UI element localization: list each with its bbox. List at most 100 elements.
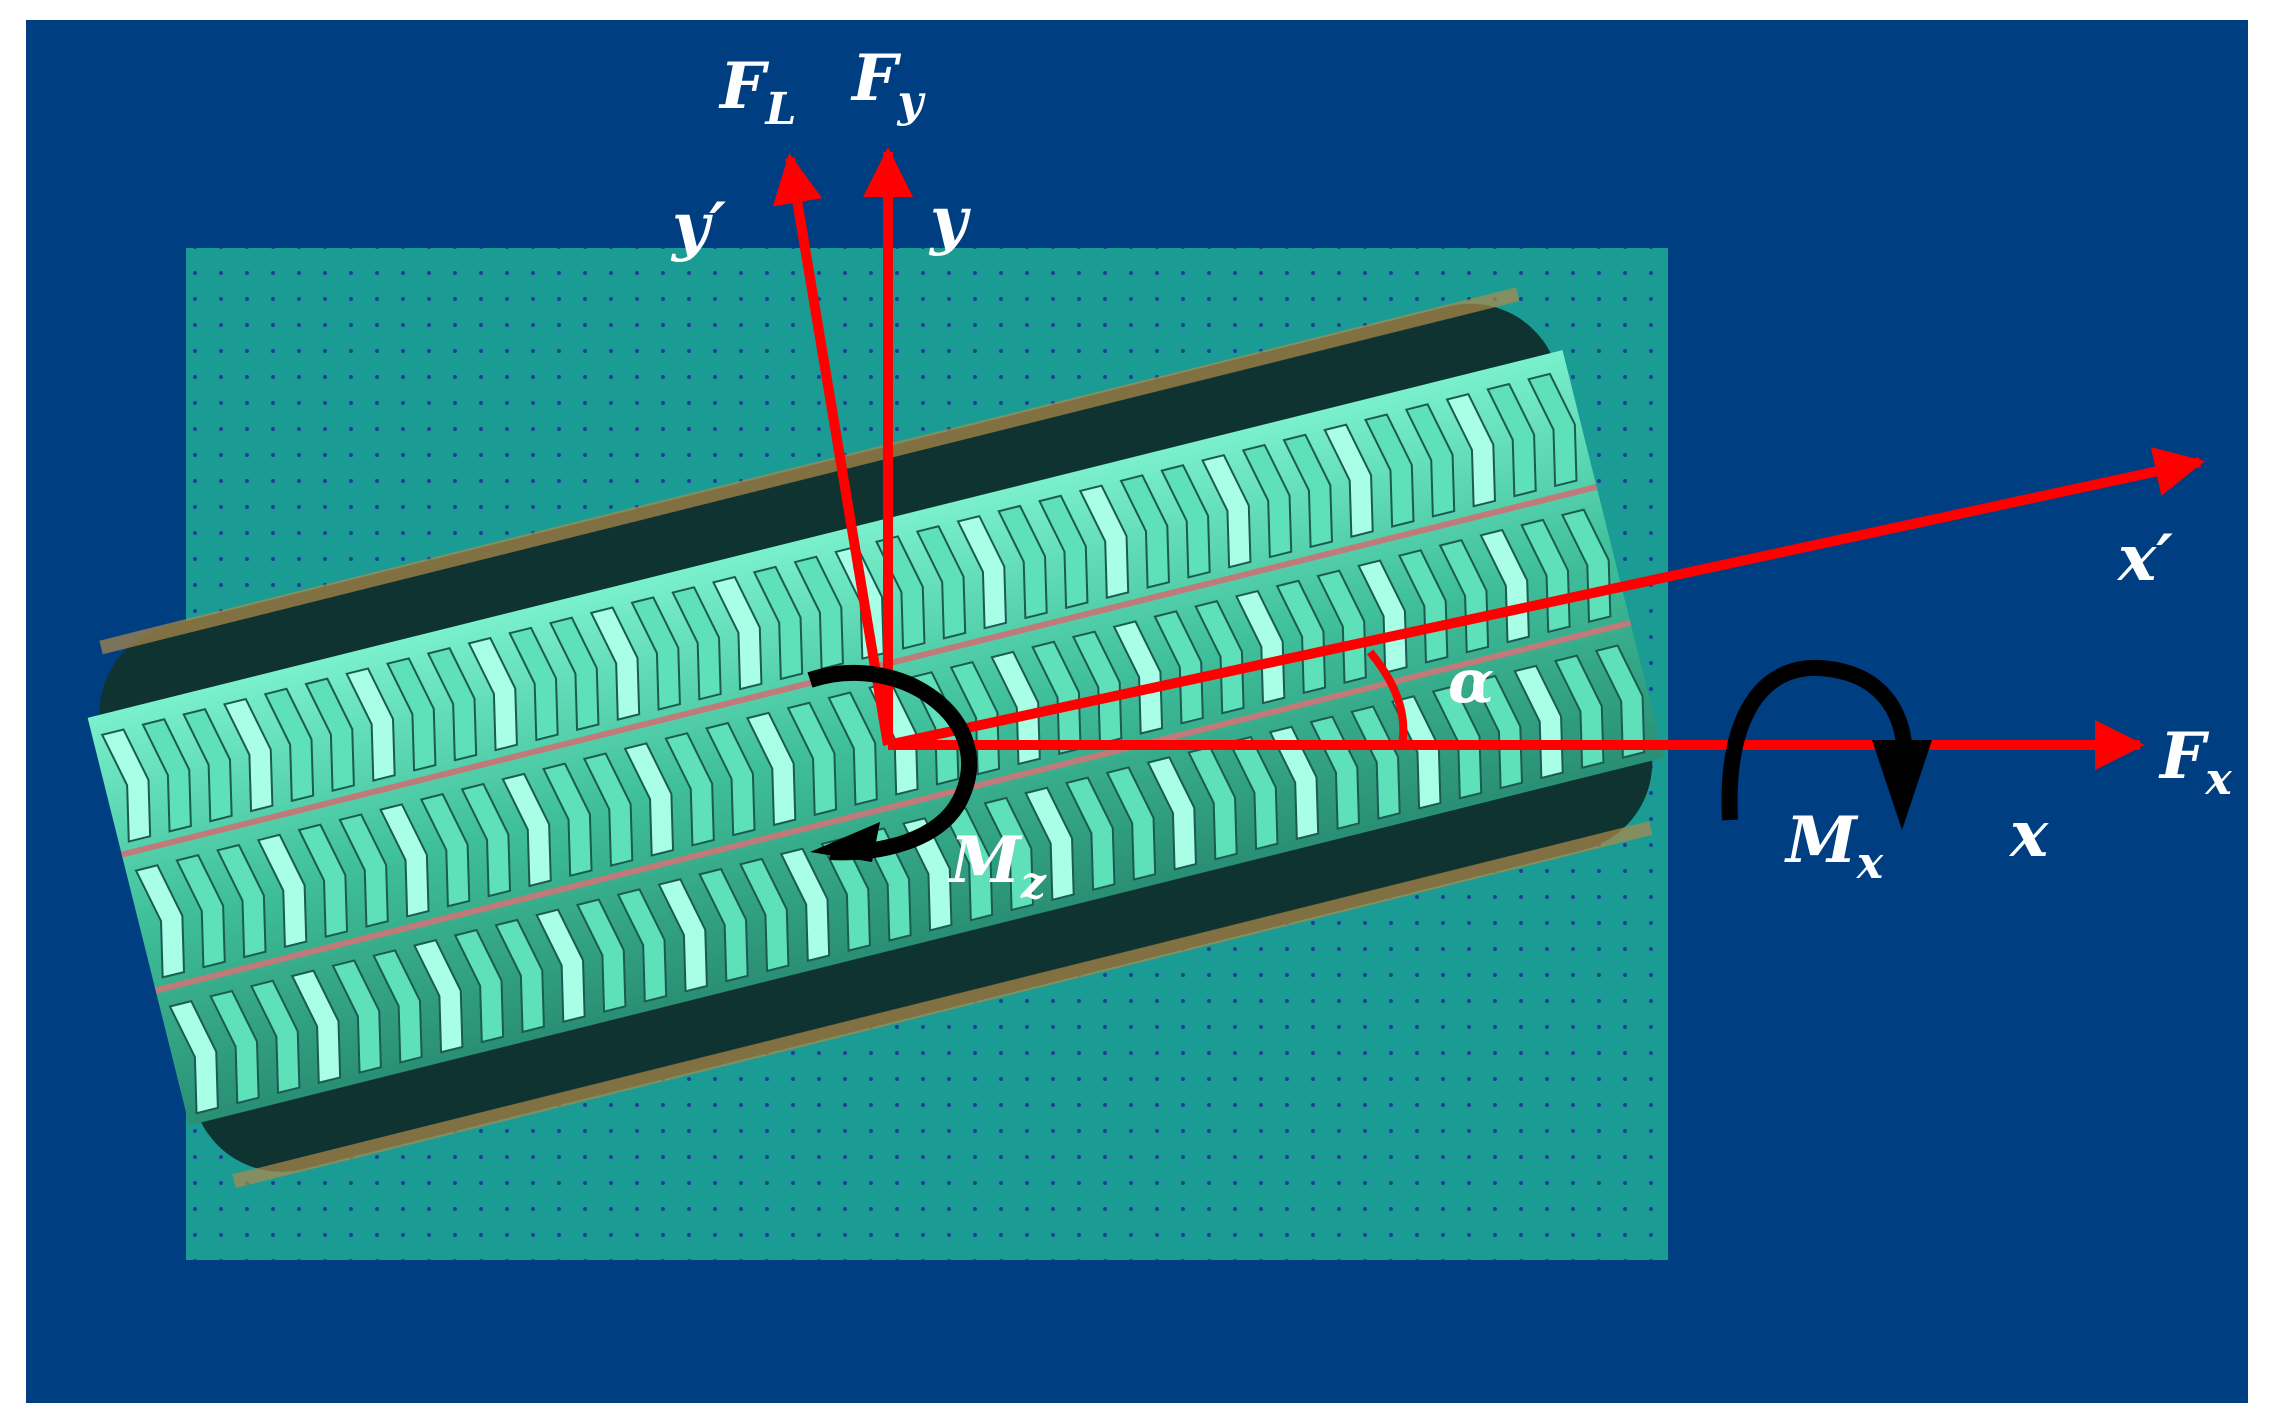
tread-block — [460, 782, 512, 898]
tread-block — [983, 796, 1034, 912]
tread-block — [467, 636, 518, 752]
label-F-x: Fx — [2158, 719, 2232, 805]
tread-block — [1065, 776, 1116, 891]
tread-block — [793, 555, 844, 671]
tread-block — [379, 803, 430, 918]
tread-block — [630, 596, 681, 711]
tread-block — [1527, 372, 1578, 488]
tread-block — [453, 928, 505, 1044]
tread-block — [419, 793, 471, 908]
tread-block — [1105, 766, 1157, 881]
tread-block — [535, 908, 586, 1024]
tread-block — [175, 853, 226, 969]
tread-block — [1119, 474, 1170, 589]
tread-block — [1146, 756, 1197, 871]
tread-block — [1194, 599, 1245, 715]
axes — [772, 147, 2205, 770]
label-M-z: Mz — [948, 823, 1047, 909]
slip-angle-arc — [1366, 649, 1408, 746]
label-alpha: α — [1448, 647, 1494, 717]
tread-block — [956, 514, 1007, 630]
tread-block — [182, 707, 233, 823]
tread-block — [134, 864, 186, 979]
tread-block — [582, 752, 634, 867]
tread-block — [1228, 735, 1279, 851]
tread-block — [1153, 610, 1204, 725]
tread-block — [739, 857, 790, 973]
tread-block — [508, 626, 559, 742]
tread-block — [249, 979, 301, 1095]
tread-block — [1112, 620, 1164, 735]
tread-block — [216, 843, 267, 959]
tread-block — [1160, 464, 1211, 579]
tread-block — [100, 728, 152, 843]
tread-block — [494, 918, 545, 1034]
tread-block — [263, 687, 315, 803]
tread-block — [256, 833, 308, 949]
tread-block — [209, 989, 260, 1105]
y-prime-axis-arrow — [772, 153, 893, 746]
label-x-prime: x′ — [2116, 521, 2173, 596]
tread-block — [745, 711, 797, 827]
tread-block — [752, 565, 804, 681]
label-M-x: Mx — [1784, 803, 1884, 889]
tread-block — [549, 616, 600, 732]
tread-block — [1357, 559, 1408, 674]
tread-block — [1486, 382, 1537, 498]
tread-block — [942, 806, 994, 922]
label-y: y — [928, 183, 971, 258]
tread-block — [997, 504, 1048, 620]
tread-block — [345, 667, 396, 782]
tread-block — [1594, 644, 1646, 759]
tread-block — [290, 969, 342, 1085]
tread-block — [542, 762, 593, 878]
tread-block — [331, 959, 382, 1074]
tread-block — [576, 898, 627, 1013]
tread-block — [141, 718, 192, 833]
tread-block — [168, 999, 219, 1115]
tread-block — [990, 650, 1041, 766]
tread-block — [1397, 549, 1449, 664]
tread-block — [1554, 654, 1605, 770]
tread-block — [1404, 403, 1456, 518]
mx-moment-arrow — [1721, 659, 1932, 830]
tread-block — [412, 939, 464, 1054]
tread-block — [1350, 705, 1401, 820]
tread-block — [1282, 433, 1333, 549]
tread-block — [501, 772, 552, 888]
tread-block — [657, 878, 708, 993]
tread-block — [1472, 674, 1523, 790]
tire — [87, 287, 1665, 1188]
tread-block — [1071, 630, 1123, 745]
label-y-prime: y′ — [670, 189, 726, 264]
mz-moment-arrow — [807, 664, 978, 862]
tread-block — [1364, 413, 1415, 528]
tread-block — [779, 847, 831, 963]
tread-block — [827, 691, 878, 806]
tread-block — [1234, 589, 1286, 705]
label-F-L: FL — [718, 49, 796, 135]
tread-block — [1268, 725, 1320, 841]
tread-block — [297, 823, 349, 939]
tread-block — [1201, 453, 1252, 569]
tread-block — [223, 697, 274, 813]
tread-block — [671, 586, 722, 701]
tread-block — [1038, 494, 1089, 610]
tread-block — [338, 813, 389, 928]
tread-block — [1275, 579, 1327, 695]
tire-tread — [87, 350, 1665, 1126]
tread-block — [786, 701, 838, 817]
label-F-y: Fy — [850, 41, 926, 127]
label-x: x — [2008, 797, 2049, 872]
tread-block — [426, 647, 478, 762]
tread-groove — [154, 619, 1632, 994]
tread-block — [664, 732, 715, 847]
tread-block — [1445, 393, 1497, 508]
tread-block — [1024, 786, 1075, 902]
x-prime-axis-arrow — [886, 447, 2205, 750]
tread-block — [1241, 443, 1293, 559]
tread-block — [1323, 423, 1374, 538]
tread-block — [1316, 569, 1367, 684]
